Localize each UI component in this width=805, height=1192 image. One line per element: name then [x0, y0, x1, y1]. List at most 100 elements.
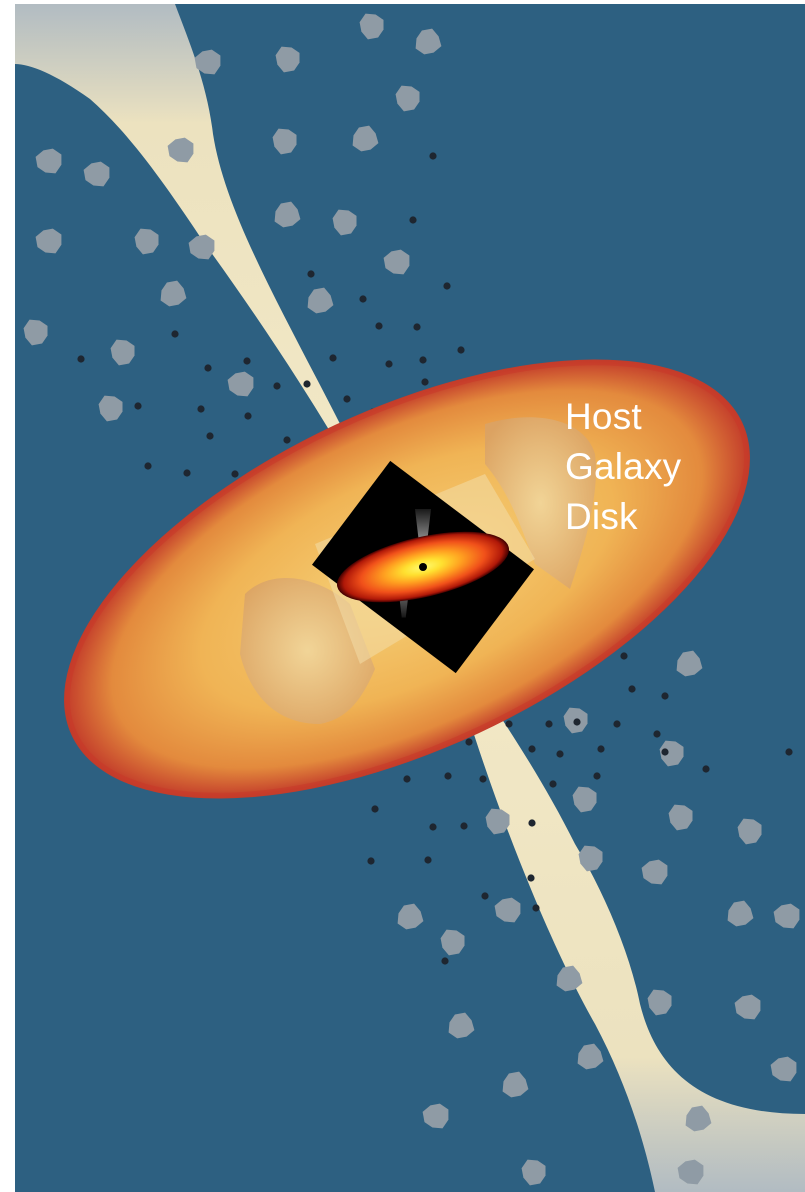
- cloud-blob: [188, 234, 215, 260]
- cloud-blob: [659, 740, 684, 767]
- dust-dot: [545, 720, 553, 728]
- dust-dot: [661, 748, 669, 756]
- cloud-blob: [685, 1105, 712, 1132]
- cloud-blob: [194, 49, 221, 75]
- dust-dot: [403, 775, 411, 783]
- cloud-blob: [275, 46, 300, 73]
- dust-dot: [303, 380, 311, 388]
- dust-dot: [197, 405, 205, 413]
- diagram-canvas: [15, 4, 805, 1192]
- cloud-blob: [440, 929, 465, 956]
- cloud-blob: [110, 339, 135, 366]
- dust-dot: [481, 892, 489, 900]
- cloud-blob: [668, 804, 693, 831]
- cloud-blob: [415, 28, 442, 55]
- dust-dot: [231, 470, 239, 478]
- cloud-field: [23, 13, 800, 1186]
- dust-dot: [243, 357, 251, 365]
- dust-dot: [359, 295, 367, 303]
- dust-dot: [385, 360, 393, 368]
- dust-dot: [528, 819, 536, 827]
- dust-dot: [283, 436, 291, 444]
- dust-dot: [419, 356, 427, 364]
- cloud-blob: [35, 228, 62, 254]
- dust-dot: [421, 378, 429, 386]
- label-galaxy: Galaxy: [565, 446, 682, 487]
- dust-dot: [424, 856, 432, 864]
- dust-dot: [413, 323, 421, 331]
- dust-dot: [429, 152, 437, 160]
- cloud-blob: [83, 161, 110, 187]
- dust-dot: [273, 382, 281, 390]
- dust-dot: [785, 748, 793, 756]
- dust-dot: [479, 775, 487, 783]
- cloud-blob: [448, 1012, 475, 1039]
- dust-dot: [505, 720, 513, 728]
- dust-dot: [244, 412, 252, 420]
- dust-dot: [528, 745, 536, 753]
- cloud-blob: [485, 808, 510, 835]
- cloud-blob: [422, 1103, 449, 1129]
- dust-dot: [573, 718, 581, 726]
- cloud-blob: [556, 965, 583, 992]
- dust-dot: [549, 780, 557, 788]
- dust-dot: [343, 395, 351, 403]
- dust-dot: [144, 462, 152, 470]
- cloud-blob: [359, 13, 384, 40]
- dust-dot: [702, 765, 710, 773]
- dust-dot: [329, 354, 337, 362]
- dust-dot: [628, 685, 636, 693]
- dust-dot: [375, 322, 383, 330]
- dust-dot: [613, 720, 621, 728]
- cloud-blob: [770, 1056, 797, 1082]
- cloud-blob: [395, 85, 420, 112]
- cloud-blob: [134, 228, 159, 255]
- dust-dot: [206, 432, 214, 440]
- dust-dot: [460, 822, 468, 830]
- dust-dot: [593, 772, 601, 780]
- cloud-blob: [577, 1043, 604, 1070]
- dust-dot: [307, 270, 315, 278]
- dust-dot: [653, 730, 661, 738]
- cloud-blob: [641, 859, 668, 885]
- cloud-blob: [332, 209, 357, 236]
- cloud-blob: [383, 249, 410, 275]
- dust-dot: [171, 330, 179, 338]
- cloud-blob: [35, 148, 62, 174]
- cloud-blob: [494, 897, 521, 923]
- dust-dot: [183, 469, 191, 477]
- dust-dot: [527, 874, 535, 882]
- dust-dot: [371, 805, 379, 813]
- dust-dot: [465, 738, 473, 746]
- cloud-blob: [352, 125, 379, 152]
- lower-jet: [451, 652, 805, 1192]
- cloud-blob: [167, 137, 194, 163]
- dust-dot: [661, 692, 669, 700]
- cloud-blob: [521, 1159, 546, 1186]
- lower-ionization-cone: [240, 577, 375, 724]
- cloud-blob: [502, 1071, 529, 1098]
- cloud-blob: [727, 900, 754, 927]
- label-disk: Disk: [565, 496, 638, 537]
- dust-dot: [457, 346, 465, 354]
- dust-dot: [367, 857, 375, 865]
- dust-dot: [556, 750, 564, 758]
- cloud-blob: [677, 1159, 704, 1185]
- cloud-blob: [578, 845, 603, 872]
- agn-diagram: Host Galaxy Disk: [15, 4, 805, 1192]
- cloud-blob: [227, 371, 254, 397]
- cloud-blob: [737, 818, 762, 845]
- cloud-blob: [23, 319, 48, 346]
- upper-jet: [15, 4, 365, 482]
- dust-dot: [134, 402, 142, 410]
- dust-dot: [441, 957, 449, 965]
- cloud-blob: [773, 903, 800, 929]
- cloud-blob: [734, 994, 761, 1020]
- dust-dot: [204, 364, 212, 372]
- upper-ionization-cone: [485, 417, 596, 589]
- dust-dot: [597, 745, 605, 753]
- accretion-disk-inset: [312, 460, 534, 674]
- cloud-blob: [272, 128, 297, 155]
- cloud-blob: [572, 786, 597, 813]
- cloud-blob: [274, 201, 301, 228]
